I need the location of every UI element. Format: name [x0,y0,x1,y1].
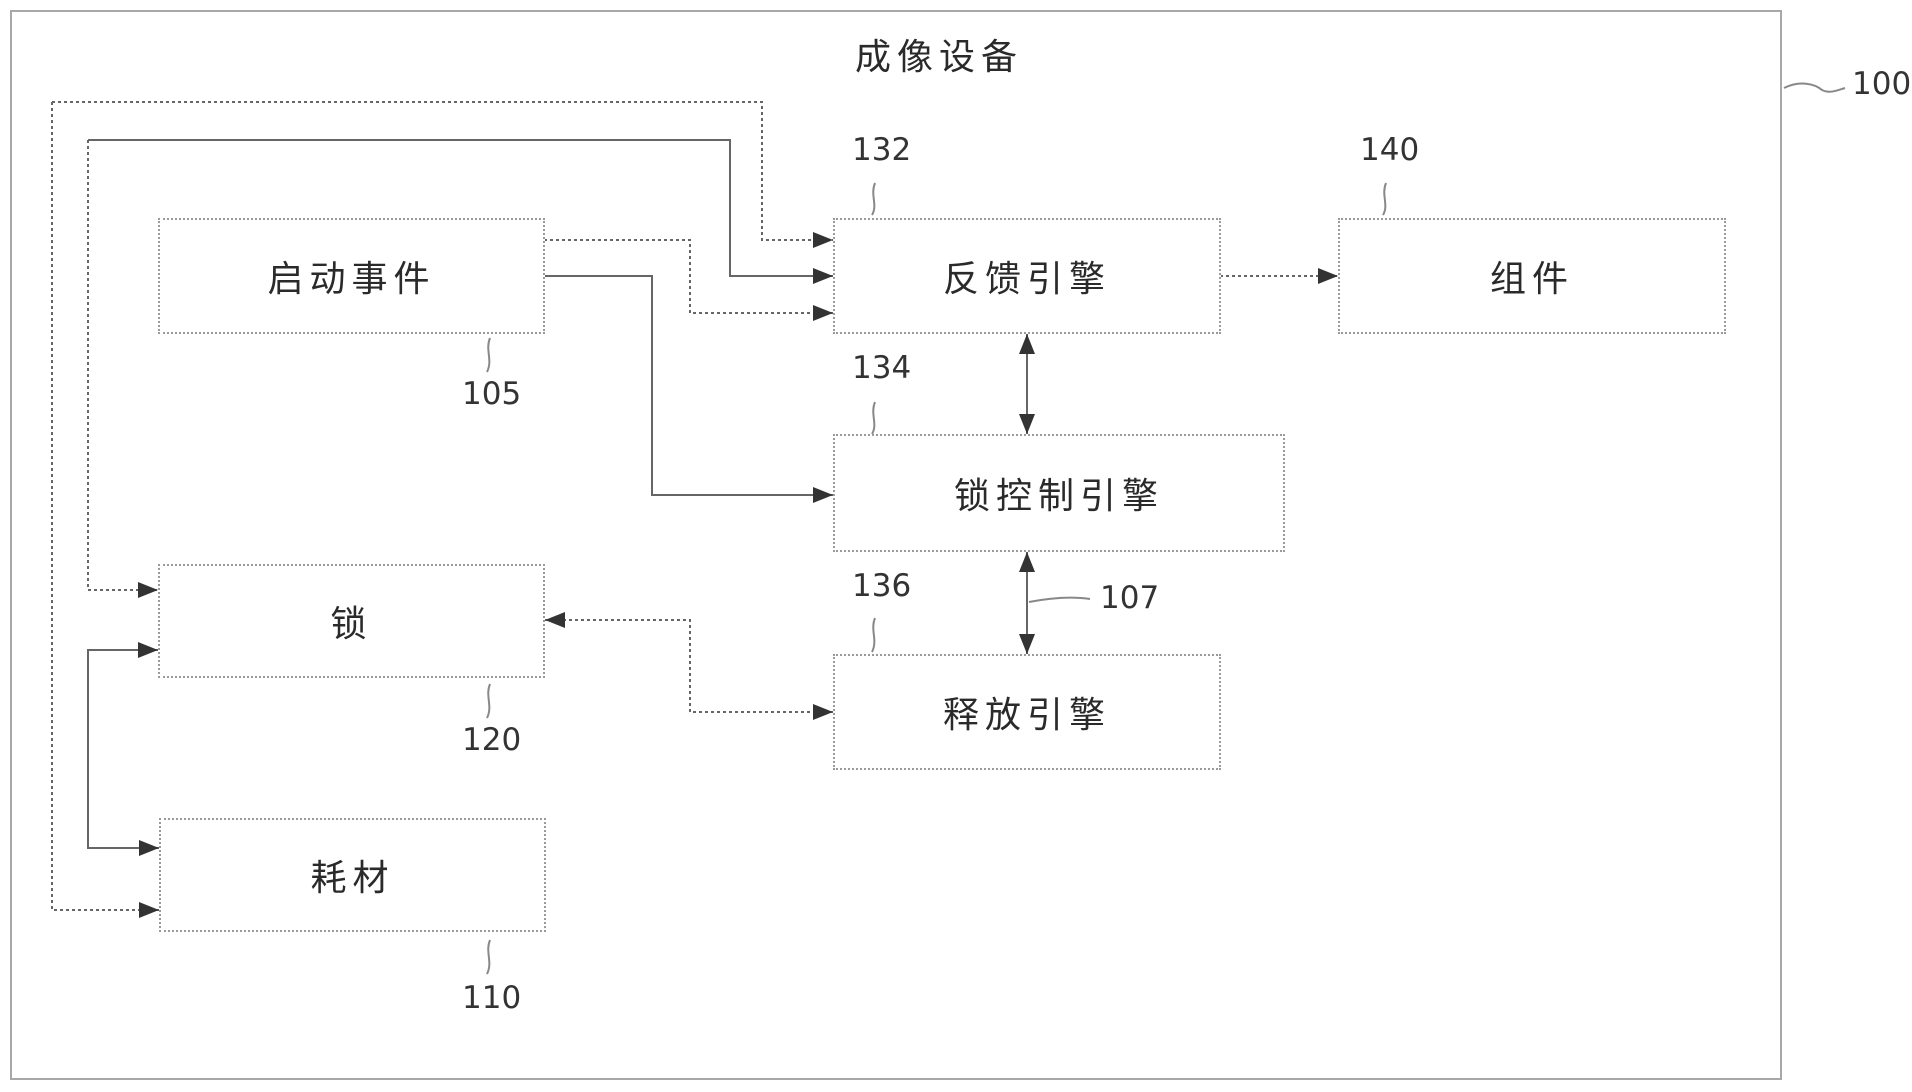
block-release-engine: 释放引擎 [833,654,1221,770]
block-component: 组件 [1338,218,1726,334]
wire-outer-loop-left [51,102,159,918]
block-lock-label: 锁 [330,604,373,645]
block-lock: 锁 [158,564,545,678]
ref-134: 134 [852,350,912,386]
leader-110 [486,939,491,975]
diagram-title: 成像设备 [855,37,1024,78]
imaging-device-frame [10,10,1782,1080]
leader-136 [871,617,876,653]
block-release-engine-label: 释放引擎 [942,695,1111,736]
wire-lock-consumable-loop [87,642,159,856]
device-ref-number: 100 [1852,66,1912,102]
leader-140 [1382,182,1387,216]
leader-100 [1783,82,1846,93]
block-feedback-engine: 反馈引擎 [833,218,1221,334]
leader-120 [486,683,491,719]
wire-start-to-lockcontrol [544,275,833,503]
block-lock-control-engine: 锁控制引擎 [833,434,1285,552]
ref-110: 110 [462,980,522,1016]
ref-136: 136 [852,568,912,604]
block-consumable: 耗材 [159,818,546,932]
block-start-event: 启动事件 [158,218,545,334]
ref-105: 105 [462,376,522,412]
wire-inner-loop-top [88,139,833,284]
block-start-event-label: 启动事件 [267,259,436,300]
block-consumable-label: 耗材 [310,858,395,899]
leader-107 [1028,596,1091,603]
block-lock-control-engine-label: 锁控制引擎 [953,476,1164,517]
wire-lock-release [545,612,833,720]
wire-inner-loop-left [87,140,158,598]
ref-140: 140 [1360,132,1420,168]
block-feedback-engine-label: 反馈引擎 [942,259,1111,300]
ref-107: 107 [1100,580,1160,616]
leader-105 [486,337,491,373]
ref-120: 120 [462,722,522,758]
leader-134 [871,401,876,435]
leader-132 [871,182,876,216]
wire-outer-loop-top [52,101,833,248]
ref-132: 132 [852,132,912,168]
block-component-label: 组件 [1489,259,1574,300]
wire-start-to-feedback [544,239,833,321]
